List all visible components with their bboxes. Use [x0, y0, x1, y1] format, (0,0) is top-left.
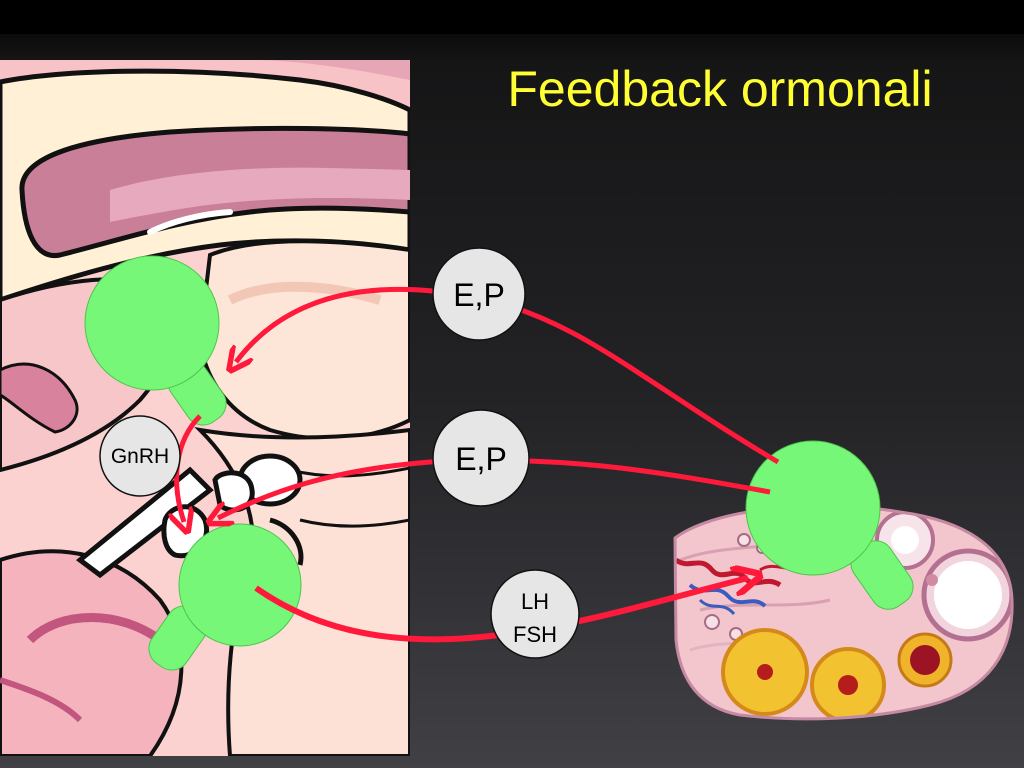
- label-gnrh: GnRH: [99, 415, 181, 497]
- svg-text:LH: LH: [521, 589, 549, 614]
- hypothalamus-marker: [84, 255, 227, 426]
- top-bar: [0, 0, 1024, 34]
- ovary-marker: [745, 440, 914, 610]
- svg-text:E,P: E,P: [455, 441, 507, 477]
- svg-text:FSH: FSH: [513, 622, 557, 647]
- label-middle-steroids: E,P: [432, 409, 530, 507]
- label-top-steroids: E,P: [432, 247, 526, 341]
- svg-text:E,P: E,P: [453, 277, 505, 313]
- svg-text:GnRH: GnRH: [111, 445, 169, 468]
- label-gonadotropins: LH FSH: [490, 569, 580, 659]
- pituitary-marker: [148, 523, 302, 671]
- ovary-illustration: [673, 504, 1014, 721]
- slide-title: Feedback ormonali: [507, 61, 933, 117]
